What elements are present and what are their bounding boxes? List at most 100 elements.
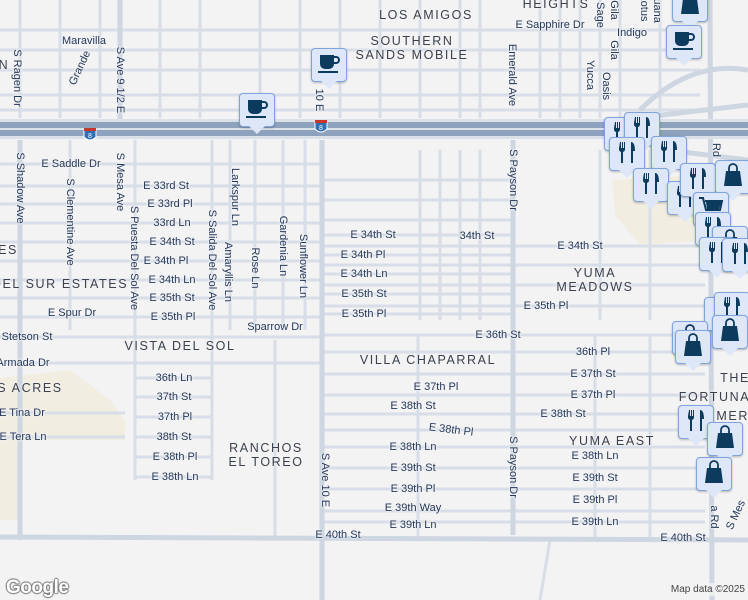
street-label: E 36th St <box>475 329 521 341</box>
shopping-bag-marker[interactable] <box>696 457 732 498</box>
street-label: E 35th Pl <box>523 300 569 312</box>
restaurant-marker[interactable] <box>722 238 748 279</box>
street-label: Emerald Ave <box>506 43 518 107</box>
coffee-marker[interactable] <box>311 48 347 89</box>
restaurant-icon <box>656 139 682 168</box>
street-label: 34th St <box>459 230 495 242</box>
street-label: E 39th St <box>572 472 618 484</box>
street-label: 37th Pl <box>157 411 193 423</box>
restaurant-icon <box>683 408 709 437</box>
street-label: 36th Ln <box>155 372 193 384</box>
street-label: E 39th Pl <box>390 483 436 495</box>
shopping-bag-icon <box>717 317 743 347</box>
street-label: S Clementine Ave <box>64 178 76 266</box>
street-label: E 39th St <box>390 462 436 474</box>
street-label: S Ave 9 1/2 E <box>114 46 126 114</box>
street-label: E 39th Pl <box>572 494 618 506</box>
street-label: E Sapphire Dr <box>515 19 585 31</box>
street-label: 38th St <box>156 431 192 443</box>
street-label: E 35th Pl <box>150 311 196 323</box>
street-label: E 40th St <box>660 532 706 544</box>
street-label: Iguana <box>651 0 663 23</box>
google-logo[interactable]: Google <box>6 577 69 598</box>
street-label: E 38th Ln <box>151 471 199 483</box>
restaurant-icon <box>719 295 745 324</box>
street-label: E 34th Ln <box>148 274 196 286</box>
street-label: S Mesa Ave <box>114 152 126 212</box>
street-label: Gila <box>608 0 620 20</box>
street-label: Armada Dr <box>0 357 50 369</box>
neighborhood-label: DEL SUR ESTATES <box>0 277 129 291</box>
street-label: E 40th St <box>315 529 361 541</box>
coffee-marker[interactable] <box>666 25 702 66</box>
street-label: S Salida Del Sol Ave <box>206 209 218 311</box>
street-label: E 34th Pl <box>340 249 386 261</box>
street-label: Amaryllis Ln <box>222 242 234 302</box>
shopping-bag-icon <box>712 424 738 454</box>
street-label: E 34th St <box>557 240 603 252</box>
street-label: Rd <box>710 142 722 158</box>
restaurant-marker[interactable] <box>609 137 645 178</box>
shopping-bag-marker[interactable] <box>672 0 708 29</box>
street-label: E 39th Ln <box>571 516 619 528</box>
street-label: E 37th St <box>570 368 616 380</box>
restaurant-icon <box>638 171 664 200</box>
street-label: Sparrow Dr <box>247 321 303 333</box>
shopping-bag-marker[interactable] <box>712 315 748 356</box>
street-label: E Tera Ln <box>0 431 47 443</box>
neighborhood-label: HEIGHTS <box>522 0 590 11</box>
street-label: Gila <box>608 40 620 60</box>
street-label: Stetson St <box>1 331 53 343</box>
street-label: E 33rd Pl <box>147 198 193 210</box>
interstate-shield: 8 8 <box>83 120 328 141</box>
street-label: E 39th Way <box>384 502 442 514</box>
neighborhood-label: RANCHOS EL TOREO <box>228 441 304 469</box>
street-label: E 39th Ln <box>389 519 437 531</box>
street-label: E 33rd St <box>143 180 189 192</box>
coffee-icon <box>244 96 270 125</box>
street-label: E 35th Pl <box>341 308 387 320</box>
street-label: S Payson Dr <box>507 149 519 211</box>
street-label: Sage <box>594 2 606 28</box>
shopping-bag-icon <box>677 0 703 20</box>
street-label: Maravilla <box>61 35 107 47</box>
neighborhood-label: VISTA DEL SOL <box>124 339 236 353</box>
shopping-bag-marker[interactable] <box>707 422 743 463</box>
street-label: E Tina Dr <box>0 407 45 419</box>
street-label: Lotus <box>638 0 650 22</box>
street-label: E 38th St <box>540 408 586 420</box>
street-label: Sunflower Ln <box>297 233 309 299</box>
street-label: E 37th Pl <box>570 389 616 401</box>
street-label: S Ave 10 E <box>319 452 331 508</box>
shopping-bag-icon <box>680 332 706 362</box>
street-label: Indigo <box>617 27 647 39</box>
street-label: E 34th St <box>149 236 195 248</box>
street-label: Yucca <box>584 60 596 90</box>
street-label: E 34th Ln <box>340 268 388 280</box>
restaurant-marker[interactable] <box>633 168 669 209</box>
street-label: E 38th Ln <box>571 450 619 462</box>
restaurant-icon <box>685 166 711 195</box>
street-label: S Ragen Dr <box>11 49 23 107</box>
map-attribution[interactable]: Map data ©2025 <box>667 583 748 596</box>
street-label: 33rd Ln <box>153 217 191 229</box>
street-label: E 35th St <box>341 288 387 300</box>
street-label: 36th Pl <box>575 346 611 358</box>
neighborhood-label: LOS AMIGOS <box>379 8 473 22</box>
neighborhood-label: YUMA MEADOWS <box>556 266 634 294</box>
shopping-bag-icon <box>701 459 727 489</box>
street-label: E 38th St <box>390 400 436 412</box>
street-label: E 35th St <box>149 292 195 304</box>
street-label: S Shadow Ave <box>14 152 26 224</box>
neighborhood-label: YUMA EAST <box>569 434 655 448</box>
street-label: E Saddle Dr <box>41 158 101 170</box>
neighborhood-label: S ACRES <box>0 381 63 395</box>
shopping-bag-marker[interactable] <box>715 160 748 201</box>
street-label: Gardenia Ln <box>277 215 289 277</box>
neighborhood-label: ES <box>0 243 18 257</box>
neighborhood-label: MERC <box>716 409 748 423</box>
shopping-bag-marker[interactable] <box>675 330 711 371</box>
restaurant-icon <box>727 241 748 270</box>
coffee-marker[interactable] <box>239 93 275 134</box>
